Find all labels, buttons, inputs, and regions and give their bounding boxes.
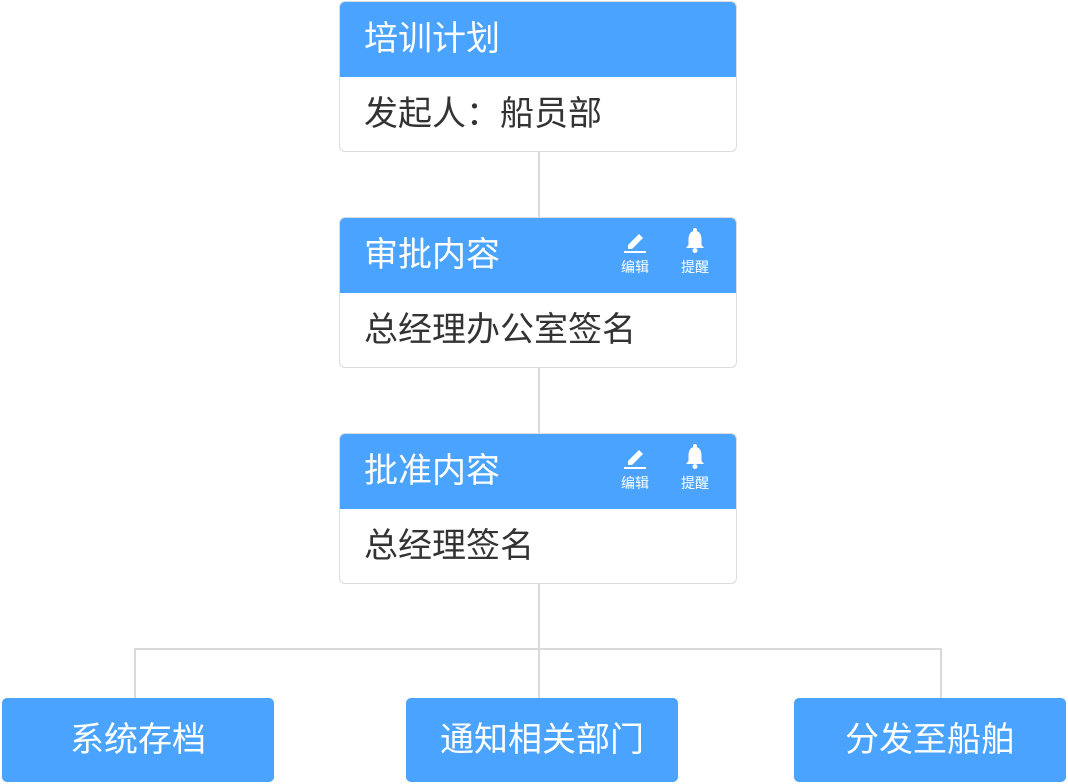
connector-2-3 <box>538 367 540 433</box>
node-title: 审批内容 <box>364 235 500 275</box>
node-header: 批准内容 编辑 提醒 <box>340 434 736 509</box>
branch-left <box>134 648 136 698</box>
node-body: 总经理办公室签名 <box>364 310 636 350</box>
branch-center <box>538 648 540 698</box>
remind-label: 提醒 <box>681 260 709 276</box>
flow-node-approval: 批准内容 编辑 提醒 总经理签名 <box>339 433 737 584</box>
outcome-notify-departments[interactable]: 通知相关部门 <box>406 698 678 782</box>
flow-node-training-plan: 培训计划 发起人：船员部 <box>339 1 737 152</box>
node-body: 发起人：船员部 <box>364 94 602 134</box>
outcome-archive[interactable]: 系统存档 <box>2 698 274 782</box>
node-header: 培训计划 <box>340 2 736 77</box>
connector-1-2 <box>538 151 540 217</box>
outcome-distribute-to-ships[interactable]: 分发至船舶 <box>794 698 1066 782</box>
node-actions: 编辑 提醒 <box>616 226 714 278</box>
pencil-icon <box>624 450 646 469</box>
node-header: 审批内容 编辑 提醒 <box>340 218 736 293</box>
node-actions: 编辑 提醒 <box>616 442 714 494</box>
branch-right <box>940 648 942 698</box>
bell-icon <box>686 444 704 469</box>
remind-label: 提醒 <box>681 476 709 492</box>
bell-icon <box>686 228 704 253</box>
edit-label: 编辑 <box>621 260 649 276</box>
flow-node-review: 审批内容 编辑 提醒 总经理办公室签名 <box>339 217 737 368</box>
node-title: 批准内容 <box>364 451 500 491</box>
remind-button[interactable]: 提醒 <box>676 442 714 494</box>
node-title: 培训计划 <box>364 19 500 59</box>
node-body: 总经理签名 <box>364 526 534 566</box>
connector-3-branch <box>538 583 540 649</box>
edit-label: 编辑 <box>621 476 649 492</box>
edit-button[interactable]: 编辑 <box>616 442 654 494</box>
pencil-icon <box>624 234 646 253</box>
edit-button[interactable]: 编辑 <box>616 226 654 278</box>
remind-button[interactable]: 提醒 <box>676 226 714 278</box>
